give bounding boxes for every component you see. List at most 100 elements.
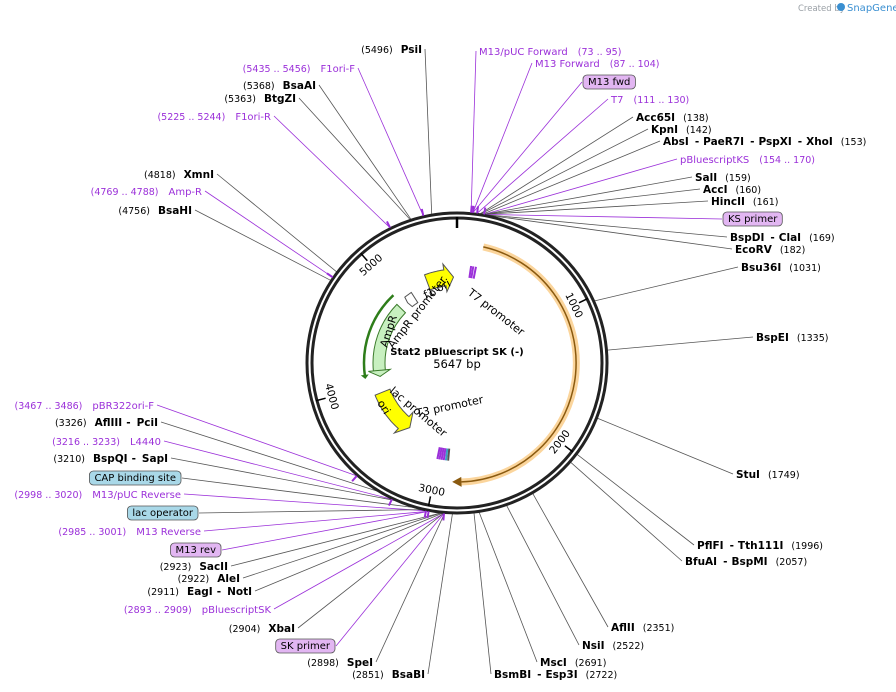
acci-label-group[interactable]: AccI(160) (703, 184, 761, 196)
ampr-translation-arc (362, 294, 395, 377)
eagi-noti-label-group[interactable]: NotI-EagI(2911) (147, 586, 252, 598)
leader-line (427, 513, 453, 675)
m13-rev-label-group[interactable]: M13 rev (170, 542, 222, 558)
enzyme-position: (1749) (768, 470, 800, 481)
nsii-label-group[interactable]: NsiI(2522) (582, 640, 644, 652)
bspei-label-group[interactable]: BspEI(1335) (756, 332, 828, 344)
f1ori-r-label-group[interactable]: F1ori-R(5225 .. 5244) (157, 112, 271, 123)
m13-fwd-label-group[interactable]: M13 fwd (582, 74, 636, 90)
leader-line (160, 421, 378, 492)
feature-mark (444, 448, 449, 461)
absi-paer7i-pspxi-xhoi-label-group[interactable]: AbsI-PaeR7I-PspXI-XhoI(153) (663, 136, 866, 148)
leader-line (479, 116, 634, 215)
scale-tick (360, 252, 368, 262)
bsahi-label-group[interactable]: BsaHI(4756) (118, 205, 192, 217)
primer-range: (2998 .. 3020) (14, 490, 82, 501)
leader-line (170, 457, 395, 501)
t3-promoter-label: T3 promoter (414, 393, 485, 420)
m13-forward-label-group[interactable]: M13 Forward(87 .. 104) (535, 59, 659, 70)
separator: - (723, 556, 727, 568)
alei-label-group[interactable]: AleI(2922) (178, 573, 240, 585)
leader-line (478, 512, 538, 663)
bsabi-label-group[interactable]: BsaBI(2851) (352, 669, 425, 681)
stui-label-group[interactable]: StuI(1749) (736, 469, 800, 481)
primer-range: (2893 .. 2909) (124, 605, 192, 616)
ampr-arc[interactable] (372, 304, 406, 372)
bspqi-sapi-label-group[interactable]: SapI-BspQI(3210) (53, 453, 168, 465)
btgzi-label-group[interactable]: BtgZI(5363) (224, 93, 296, 105)
ori-arrow[interactable] (374, 388, 414, 435)
leader-line (483, 158, 678, 215)
enzyme-name: AflIII (95, 417, 123, 429)
bsmbi-esp3i-label-group[interactable]: BsmBI-Esp3I(2722) (494, 669, 617, 681)
enzyme-position: (2851) (352, 670, 384, 681)
leader-line (194, 209, 331, 281)
label-box (722, 211, 783, 227)
primer-site-mark (470, 205, 473, 213)
afliii-pcii-label-group[interactable]: PciI-AflIII (3326) (55, 417, 158, 429)
pbluescriptsk-label-group[interactable]: pBluescriptSK(2893 .. 2909) (124, 605, 272, 616)
kpni-label-group[interactable]: KpnI(142) (651, 124, 712, 136)
f1ori-f-label-group[interactable]: F1ori-F(5435 .. 5456) (243, 64, 356, 75)
t7-label-group[interactable]: T7(111 .. 130) (610, 95, 689, 106)
enzyme-position: (2904) (229, 624, 261, 635)
xmni-label-group[interactable]: XmnI(4818) (144, 169, 214, 181)
leader-line (487, 214, 733, 250)
enzyme-position: (3326) (55, 418, 87, 429)
leader-line (485, 214, 728, 238)
enzyme-name: Esp3I (545, 669, 577, 681)
snapgene-watermark: Created by SnapGene (798, 3, 896, 14)
cap-binding-site-label-group[interactable]: CAP binding site (89, 470, 182, 486)
ecorv-label-group[interactable]: EcoRV(182) (735, 244, 805, 256)
primer-box-label: KS primer (728, 214, 778, 225)
enzyme-name: XhoI (806, 136, 833, 148)
scale-tick (564, 445, 574, 453)
leader-line (242, 512, 441, 579)
plasmid-name: Stat2 pBluescript SK (-) (390, 347, 523, 358)
spei-label-group[interactable]: SpeI(2898) (307, 657, 373, 669)
bfuai-bspmi-label-group[interactable]: BfuAI-BspMI(2057) (685, 556, 807, 568)
m13-puc-forward-label-group[interactable]: M13/pUC Forward(73 .. 95) (479, 47, 621, 58)
ampr-outline (372, 303, 407, 373)
pbluescriptks-label-group[interactable]: pBluescriptKS(154 .. 170) (680, 155, 815, 166)
enzyme-position: (2522) (613, 641, 645, 652)
amp-r-label-group[interactable]: Amp-R(4769 .. 4788) (91, 187, 202, 198)
scale-tick-label: 5000 (357, 252, 385, 279)
msci-label-group[interactable]: MscI(2691) (540, 657, 606, 669)
separator: - (126, 417, 130, 429)
enzyme-name: KpnI (651, 124, 678, 136)
enzyme-position: (2898) (307, 658, 339, 669)
ampr-promoter-arrow[interactable] (404, 291, 419, 308)
f1-ori-arrow[interactable] (423, 262, 455, 294)
sali-label-group[interactable]: SalI(159) (695, 172, 751, 184)
sacii-label-group[interactable]: SacII(2923) (160, 561, 228, 573)
primer-name: M13/pUC Forward (479, 47, 568, 58)
pflfi-tth111i-label-group[interactable]: PflFI-Tth111I(1996) (697, 540, 823, 552)
leader-line (254, 512, 443, 592)
enzyme-position: (2923) (160, 562, 192, 573)
sk-primer-label-group[interactable]: SK primer (275, 638, 336, 654)
lac-operator-label-group[interactable]: lac operator (127, 505, 199, 521)
enzyme-name: PciI (137, 417, 158, 429)
enzyme-name: Bsu36I (741, 262, 781, 274)
bsu36i-label-group[interactable]: Bsu36I (1031) (741, 262, 821, 274)
bspdi-clai-label-group[interactable]: BspDI-ClaI(169) (730, 232, 835, 244)
hincii-label-group[interactable]: HincII(161) (711, 196, 778, 208)
enzyme-position: (2922) (178, 574, 210, 585)
enzyme-position: (1031) (789, 263, 821, 274)
aflii-label-group[interactable]: AflII(2351) (611, 622, 674, 634)
xbai-label-group[interactable]: XbaI(2904) (229, 623, 295, 635)
l4440-label-group[interactable]: L4440(3216 .. 3233) (52, 437, 161, 448)
enzyme-name: PaeR7I (703, 136, 744, 148)
bsaai-label-group[interactable]: BsaAI(5368) (243, 80, 316, 92)
acc65i-label-group[interactable]: Acc65I(138) (636, 112, 709, 124)
enzyme-name: SapI (142, 453, 168, 465)
ks-primer-label-group[interactable]: KS primer (722, 211, 783, 227)
psii-label-group[interactable]: PsiI(5496) (361, 44, 422, 56)
pbr322ori-f-label-group[interactable]: pBR322ori-F(3467 .. 3486) (15, 401, 155, 412)
separator: - (798, 136, 802, 148)
m13-reverse-label-group[interactable]: M13 Reverse(2985 .. 3001) (58, 527, 201, 538)
leader-line (273, 115, 391, 228)
m13-puc-reverse-label-group[interactable]: M13/pUC Reverse(2998 .. 3020) (14, 490, 181, 501)
primer-name: Amp-R (169, 187, 203, 198)
